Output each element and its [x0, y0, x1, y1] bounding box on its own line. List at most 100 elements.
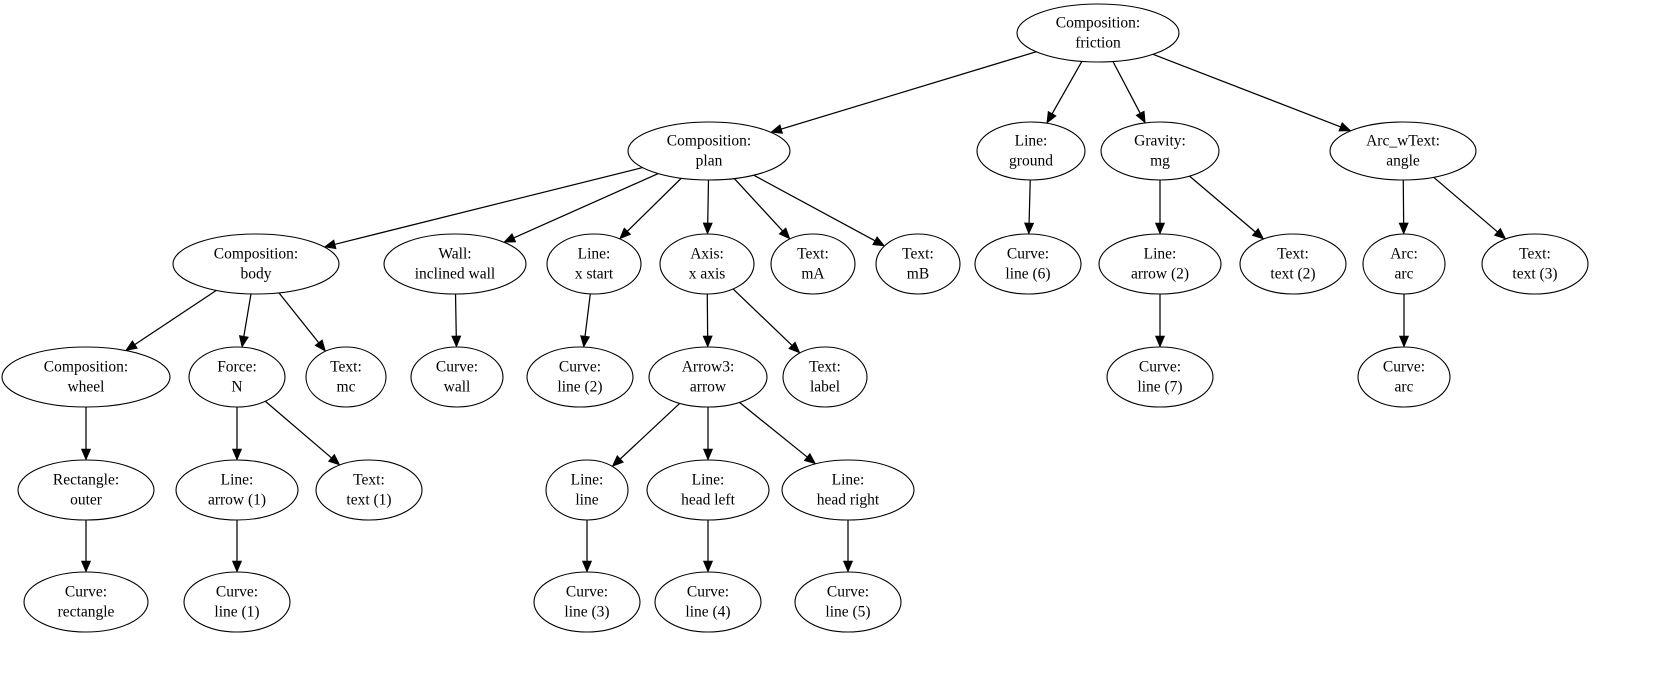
node-ellipse[interactable] — [17, 459, 155, 521]
node-ellipse[interactable] — [546, 233, 642, 295]
graph-node-line6[interactable]: Curve:line (6) — [974, 233, 1082, 295]
edge-wheel-to-outer — [80, 407, 92, 461]
node-ellipse[interactable] — [183, 571, 291, 633]
node-ellipse[interactable] — [974, 233, 1082, 295]
graph-node-mc[interactable]: Text:mc — [305, 346, 387, 408]
graph-node-N[interactable]: Force:N — [188, 346, 286, 408]
graph-node-arc[interactable]: Arc:arc — [1362, 233, 1446, 295]
graph-node-lineLine[interactable]: Line:line — [545, 459, 629, 521]
node-ellipse[interactable] — [646, 459, 770, 521]
graph-node-mA[interactable]: Text:mA — [770, 233, 856, 295]
node-ellipse[interactable] — [1357, 346, 1451, 408]
node-label-name: arrow (2) — [1131, 266, 1189, 283]
node-ellipse[interactable] — [770, 233, 856, 295]
node-label-type: Axis: — [690, 246, 724, 263]
node-ellipse[interactable] — [1329, 121, 1477, 181]
graph-node-line5[interactable]: Curve:line (5) — [794, 571, 902, 633]
graph-node-friction[interactable]: Composition:friction — [1016, 3, 1180, 63]
node-ellipse[interactable] — [654, 571, 762, 633]
graph-node-inclinedwall[interactable]: Wall:inclined wall — [383, 233, 527, 295]
node-ellipse[interactable] — [188, 346, 286, 408]
graph-node-xaxis[interactable]: Axis:x axis — [659, 233, 755, 295]
node-ellipse[interactable] — [781, 459, 915, 521]
node-label-type: Text: — [330, 359, 362, 376]
graph-node-line2[interactable]: Curve:line (2) — [526, 346, 634, 408]
node-ellipse[interactable] — [533, 571, 641, 633]
node-ellipse[interactable] — [648, 346, 768, 408]
graph-node-rectangle[interactable]: Curve:rectangle — [23, 571, 149, 633]
graph-node-xstart[interactable]: Line:x start — [546, 233, 642, 295]
node-ellipse[interactable] — [23, 571, 149, 633]
arrowhead-icon — [1154, 222, 1166, 235]
node-label-name: wall — [444, 379, 471, 396]
node-ellipse[interactable] — [627, 121, 791, 181]
graph-node-headright[interactable]: Line:head right — [781, 459, 915, 521]
node-ellipse[interactable] — [172, 233, 340, 295]
arrowhead-icon — [314, 339, 326, 352]
edge-headleft-to-line4 — [702, 520, 714, 573]
graph-node-text2[interactable]: Text:text (2) — [1239, 233, 1347, 295]
node-ellipse[interactable] — [659, 233, 755, 295]
node-ellipse[interactable] — [875, 233, 961, 295]
node-ellipse[interactable] — [1106, 346, 1214, 408]
graph-node-line1[interactable]: Curve: line (1) — [183, 571, 291, 633]
node-ellipse[interactable] — [794, 571, 902, 633]
node-label-type: Curve: — [216, 584, 258, 601]
node-label-type: Text: — [809, 359, 841, 376]
node-label-name: label — [810, 379, 840, 396]
arrowhead-icon — [1046, 110, 1057, 124]
graph-node-angle[interactable]: Arc_wText:angle — [1329, 121, 1477, 181]
graph-node-headleft[interactable]: Line:head left — [646, 459, 770, 521]
graph-node-wall[interactable]: Curve:wall — [410, 346, 504, 408]
arrowhead-icon — [80, 560, 92, 573]
edge-plan-to-mB — [753, 174, 886, 247]
node-label-name: line (1) — [214, 604, 259, 621]
graph-node-ground[interactable]: Line:ground — [976, 121, 1086, 181]
graph-node-arcCurve[interactable]: Curve:arc — [1357, 346, 1451, 408]
graph-node-mB[interactable]: Text:mB — [875, 233, 961, 295]
node-ellipse[interactable] — [305, 346, 387, 408]
node-ellipse[interactable] — [545, 459, 629, 521]
graph-node-arrow3[interactable]: Arrow3:arrow — [648, 346, 768, 408]
arrowhead-icon — [231, 448, 243, 461]
graph-node-wheel[interactable]: Composition:wheel — [1, 346, 171, 408]
arrowhead-icon — [702, 222, 713, 235]
graph-node-mg[interactable]: Gravity:mg — [1100, 121, 1220, 181]
graph-node-outer[interactable]: Rectangle:outer — [17, 459, 155, 521]
node-ellipse[interactable] — [410, 346, 504, 408]
graph-node-plan[interactable]: Composition:plan — [627, 121, 791, 181]
node-label-type: Text: — [1519, 246, 1551, 263]
edge-friction-to-ground — [1046, 61, 1083, 124]
graph-node-text1[interactable]: Text:text (1) — [315, 459, 423, 521]
node-label-type: Line: — [1015, 133, 1048, 150]
edge-body-to-N — [238, 293, 252, 348]
arrowhead-icon — [238, 335, 249, 348]
graph-node-text3[interactable]: Text:text (3) — [1481, 233, 1589, 295]
node-ellipse[interactable] — [1016, 3, 1180, 63]
graph-node-label[interactable]: Text: label — [782, 346, 868, 408]
node-ellipse[interactable] — [526, 346, 634, 408]
node-ellipse[interactable] — [315, 459, 423, 521]
node-ellipse[interactable] — [976, 121, 1086, 181]
edge-arrow1-to-line1 — [231, 520, 243, 573]
edge-line — [732, 288, 793, 346]
graph-node-body[interactable]: Composition:body — [172, 233, 340, 295]
edge-friction-to-plan — [770, 51, 1037, 134]
graph-node-arrow1[interactable]: Line:arrow (1) — [175, 459, 299, 521]
node-ellipse[interactable] — [1, 346, 171, 408]
graph-node-arrow2[interactable]: Line:arrow (2) — [1098, 233, 1222, 295]
node-ellipse[interactable] — [175, 459, 299, 521]
edge-friction-to-angle — [1152, 53, 1352, 132]
node-ellipse[interactable] — [782, 346, 868, 408]
graph-node-line7[interactable]: Curve:line (7) — [1106, 346, 1214, 408]
node-label-type: Line: — [571, 472, 604, 489]
node-ellipse[interactable] — [1481, 233, 1589, 295]
node-ellipse[interactable] — [1100, 121, 1220, 181]
graph-node-line3[interactable]: Curve:line (3) — [533, 571, 641, 633]
node-ellipse[interactable] — [383, 233, 527, 295]
node-ellipse[interactable] — [1239, 233, 1347, 295]
graph-node-line4[interactable]: Curve:line (4) — [654, 571, 762, 633]
node-label-name: line (6) — [1005, 266, 1050, 283]
node-ellipse[interactable] — [1362, 233, 1446, 295]
node-ellipse[interactable] — [1098, 233, 1222, 295]
